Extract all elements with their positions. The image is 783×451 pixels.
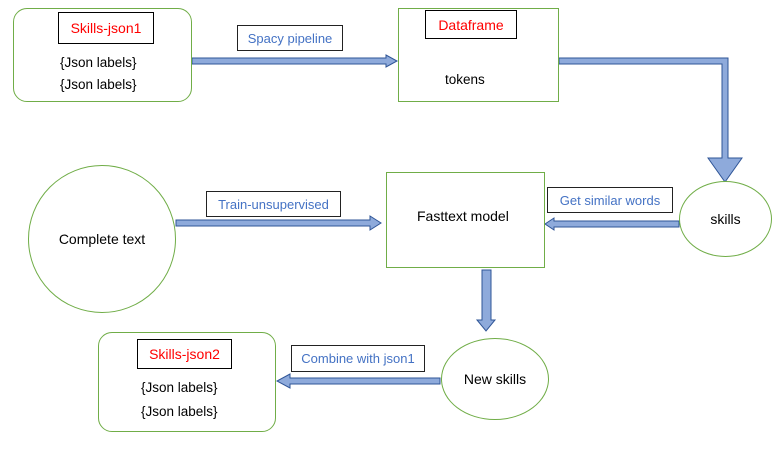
arrow-completetext-to-fasttext	[175, 215, 382, 231]
arrow-newskills-to-json2	[275, 373, 441, 389]
dataframe-title: Dataframe	[425, 10, 517, 39]
edge-label-combine-with-json1: Combine with json1	[291, 345, 425, 372]
skills-text: skills	[710, 211, 741, 227]
dataframe-tokens-text: tokens	[445, 72, 485, 87]
dataframe-node: Dataframe tokens	[398, 8, 559, 102]
skills-json2-title: Skills-json2	[137, 339, 232, 369]
edge-label-spacy-pipeline: Spacy pipeline	[237, 25, 343, 51]
skills-json1-line-1: {Json labels}	[60, 55, 137, 70]
arrow-fasttext-to-newskills	[475, 269, 497, 332]
arrow-dataframe-to-skills	[558, 57, 743, 183]
skills-json1-line-2: {Json labels}	[60, 77, 137, 92]
edge-label-train-unsupervised: Train-unsupervised	[206, 191, 341, 217]
edge-label-get-similar-words: Get similar words	[547, 187, 673, 213]
complete-text-text: Complete text	[58, 231, 146, 247]
new-skills-text: New skills	[463, 371, 527, 387]
fasttext-model-node: Fasttext model	[386, 172, 545, 268]
arrow-json1-to-dataframe	[191, 54, 399, 68]
skills-node: skills	[679, 181, 772, 257]
new-skills-node: New skills	[441, 338, 549, 420]
skills-json2-node: Skills-json2 {Json labels} {Json labels}	[98, 332, 276, 432]
complete-text-node: Complete text	[28, 165, 176, 313]
fasttext-model-text: Fasttext model	[417, 208, 509, 224]
skills-json2-line-2: {Json labels}	[141, 404, 218, 419]
arrow-skills-to-fasttext	[544, 217, 680, 231]
skills-json2-line-1: {Json labels}	[141, 380, 218, 395]
skills-json1-node: Skills-json1 {Json labels} {Json labels}	[13, 8, 192, 102]
skills-json1-title: Skills-json1	[58, 12, 154, 44]
